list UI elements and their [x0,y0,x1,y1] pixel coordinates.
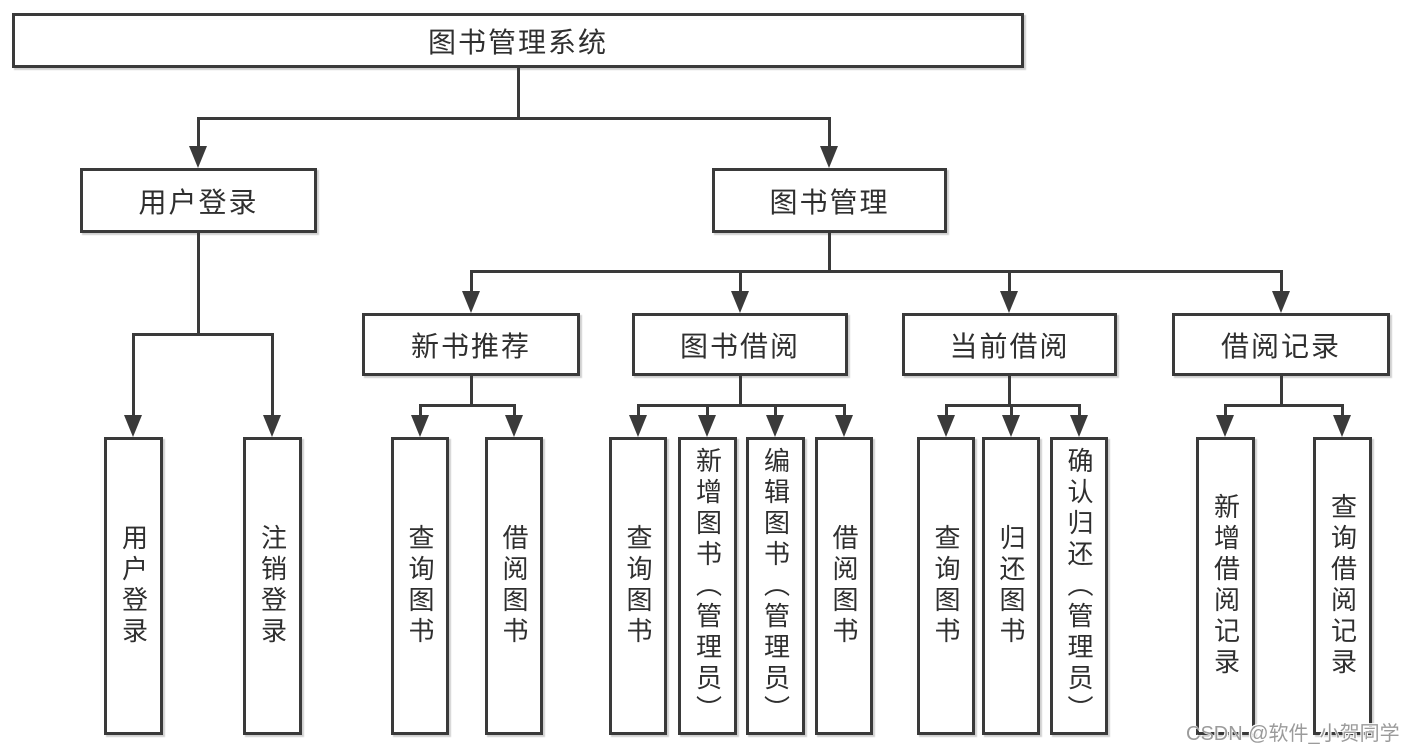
leaf-borrow-books: 借阅图书 [815,437,873,735]
connector-bookborrow-stem [739,376,742,407]
leaf-query-books-recommend: 查询图书 [391,437,449,735]
node-user-login-branch: 用户登录 [80,168,317,233]
connector-drop-book-management [828,117,831,148]
arrowhead-c2 [698,415,716,437]
leaf-confirm-return-admin: 确认归还（管理员） [1050,437,1108,735]
leaf-add-borrow-record: 新增借阅记录 [1196,437,1255,735]
leaf-edit-book-admin: 编辑图书（管理员） [746,437,805,735]
leaf-query-books-current: 查询图书 [917,437,975,735]
arrowhead-e1 [1216,415,1234,437]
connector-drop-b1 [419,404,422,418]
arrowhead-d1 [937,415,955,437]
arrowhead-book-management [820,146,838,168]
connector-drop-leaf-user-login [132,333,135,417]
connector-borrowrecords-stem [1280,376,1283,407]
connector-drop-leaf-logout [271,333,274,417]
connector-book-management-stem [828,233,831,273]
connector-book-management-split [470,270,1283,273]
connector-drop-c3 [774,404,777,418]
arrowhead-b2 [505,415,523,437]
arrowhead-new-book [462,291,480,313]
connector-bookborrow-split [637,404,846,407]
connector-drop-d2 [1010,404,1013,418]
connector-drop-c4 [843,404,846,418]
leaf-add-book-admin: 新增图书（管理员） [678,437,737,735]
arrowhead-c4 [835,415,853,437]
arrowhead-c1 [629,415,647,437]
arrowhead-book-borrow [731,291,749,313]
connector-drop-book-borrow [739,270,742,293]
connector-newbook-stem [470,376,473,407]
arrowhead-current-borrow [1000,291,1018,313]
node-book-management-branch: 图书管理 [712,168,947,233]
connector-drop-d1 [945,404,948,418]
connector-drop-user-login [197,117,200,148]
leaf-return-book: 归还图书 [982,437,1040,735]
leaf-borrow-books-recommend: 借阅图书 [485,437,543,735]
connector-borrowrecords-split [1224,404,1344,407]
arrowhead-e2 [1333,415,1351,437]
arrowhead-d2 [1002,415,1020,437]
connector-drop-d3 [1078,404,1081,418]
connector-root-stem [517,68,520,120]
connector-drop-c2 [706,404,709,418]
arrowhead-d3 [1070,415,1088,437]
connector-drop-borrow-records [1280,270,1283,293]
arrowhead-leaf-user-login [124,415,142,437]
connector-drop-new-book [470,270,473,293]
connector-root-split [197,117,831,120]
arrowhead-user-login [189,146,207,168]
connector-user-login-stem [197,233,200,336]
connector-drop-c1 [637,404,640,418]
leaf-query-books-borrow: 查询图书 [609,437,667,735]
connector-drop-b2 [513,404,516,418]
arrowhead-borrow-records [1272,291,1290,313]
arrowhead-leaf-logout [263,415,281,437]
arrowhead-c3 [766,415,784,437]
leaf-query-borrow-record: 查询借阅记录 [1313,437,1372,735]
connector-currentborrow-split [945,404,1081,407]
node-new-book-recommend: 新书推荐 [362,313,580,376]
node-book-borrow: 图书借阅 [632,313,848,376]
leaf-logout: 注销登录 [243,437,302,735]
connector-currentborrow-stem [1008,376,1011,407]
node-borrow-records: 借阅记录 [1172,313,1390,376]
connector-drop-current-borrow [1008,270,1011,293]
node-current-borrow: 当前借阅 [902,313,1117,376]
connector-drop-e2 [1341,404,1344,418]
node-library-management-system: 图书管理系统 [12,13,1024,68]
arrowhead-b1 [411,415,429,437]
connector-newbook-split [419,404,516,407]
csdn-watermark: CSDN @软件_小贺同学 [1186,723,1400,745]
connector-user-login-split [132,333,274,336]
leaf-user-login: 用户登录 [104,437,163,735]
connector-drop-e1 [1224,404,1227,418]
